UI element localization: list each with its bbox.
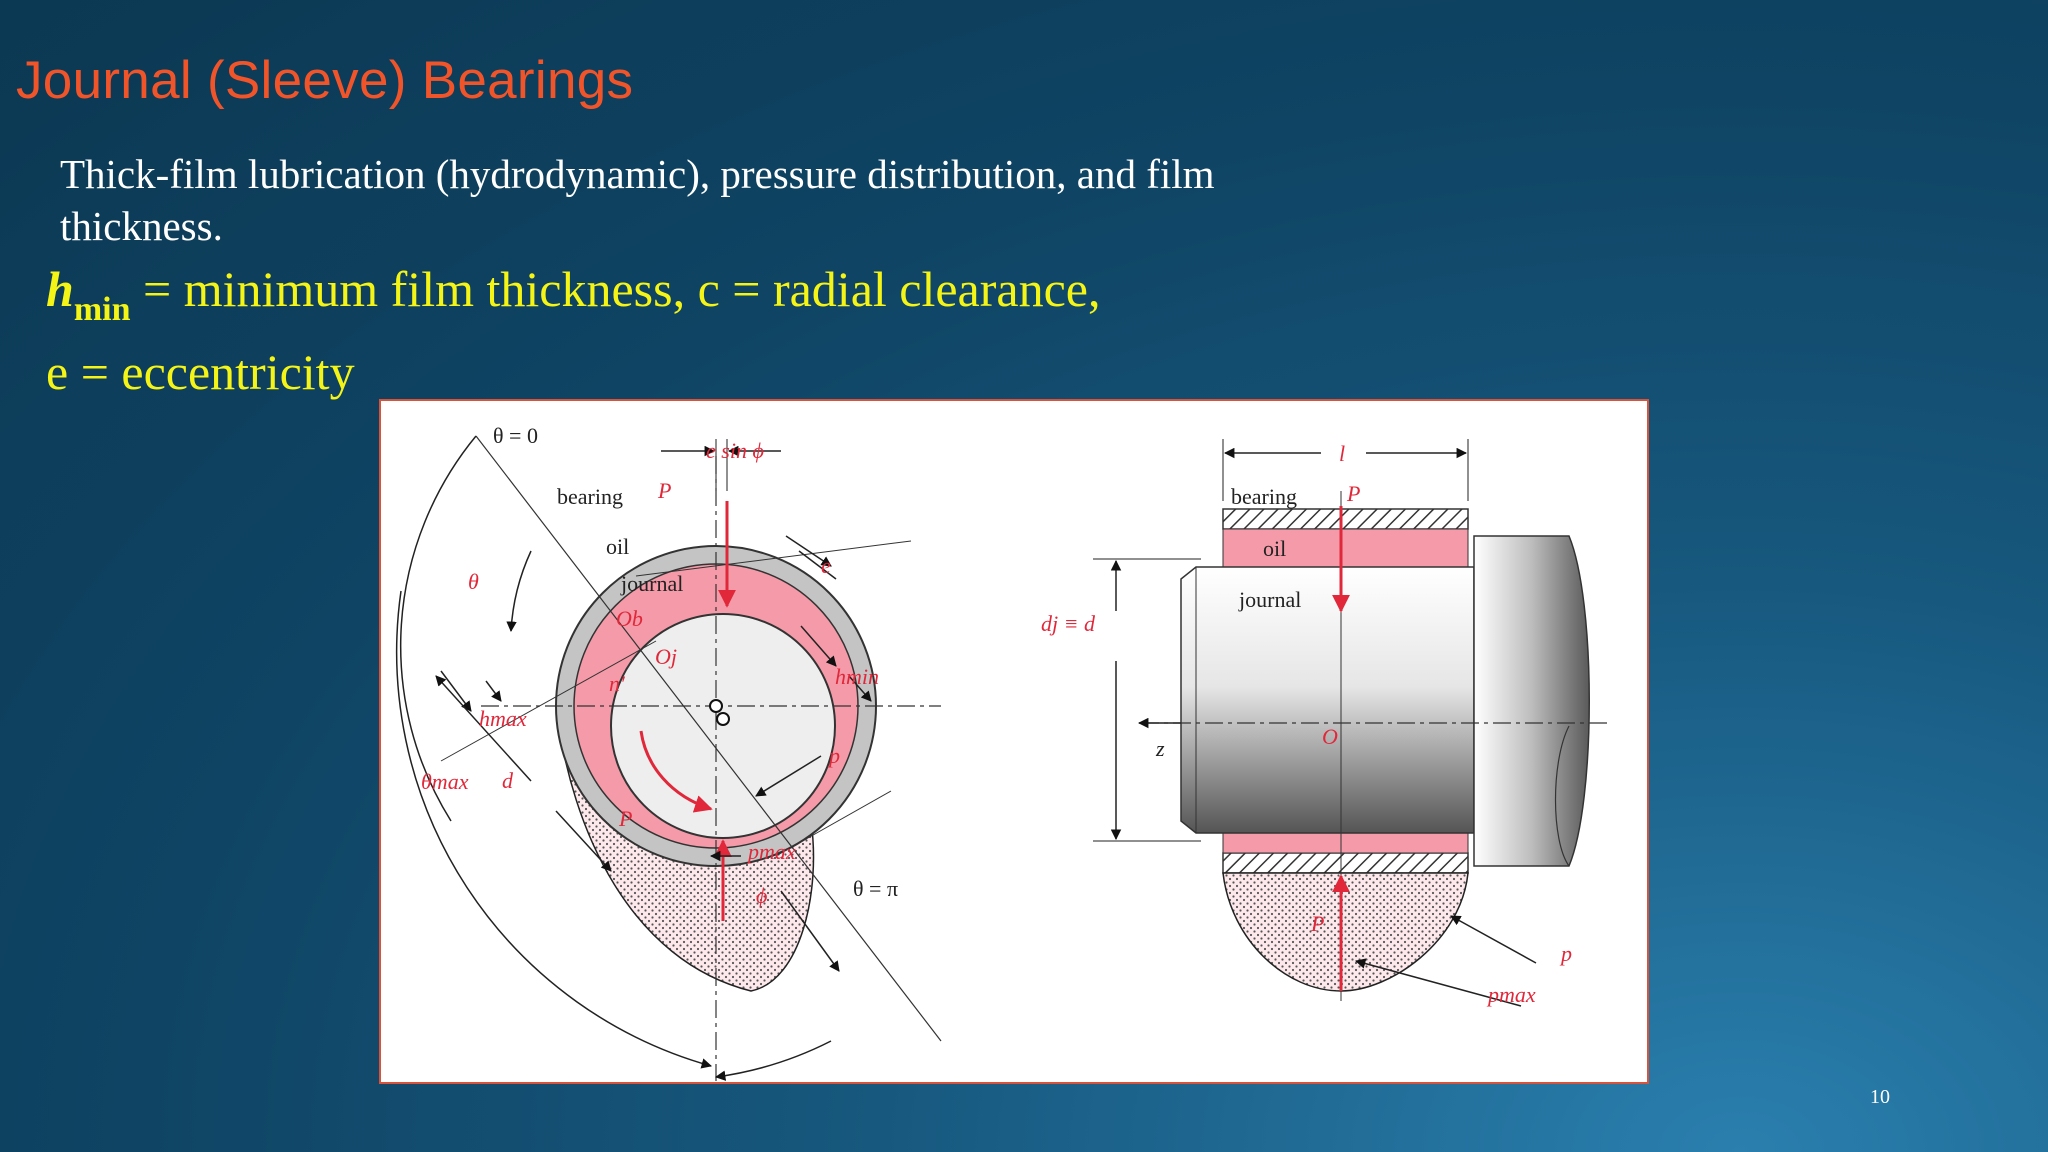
end-view: θ = 0 e sin ϕ bearing P oil journal θ Ob… (395, 423, 942, 1081)
bearing-shell-bottom (1222, 852, 1469, 874)
side-view: l bearing P oil journal dj ≡ d z O p pma… (1041, 439, 1611, 1007)
label-side-journal: journal (1238, 587, 1301, 612)
bearing-center (709, 699, 723, 713)
label-dj-eq-d: dj ≡ d (1041, 611, 1096, 636)
label-side-bearing: bearing (1231, 484, 1297, 509)
label-theta-max: θmax (421, 769, 469, 794)
hmin-symbol: h (46, 261, 74, 317)
label-load-bottom: P (618, 806, 632, 831)
page-number: 10 (1870, 1086, 1890, 1108)
journal-center (716, 712, 730, 726)
label-theta-pi: θ = π (853, 876, 898, 901)
label-n-prime: n′ (609, 671, 626, 696)
label-pmax: pmax (746, 839, 796, 864)
label-hmin: hmin (835, 664, 879, 689)
label-p: p (827, 743, 840, 768)
label-o: O (1322, 724, 1338, 749)
pressure-distribution-side (1222, 872, 1469, 992)
label-ob: Ob (616, 606, 643, 631)
label-z: z (1155, 736, 1165, 761)
bearing-diagram: θ = 0 e sin ϕ bearing P oil journal θ Ob… (379, 399, 1649, 1084)
label-hmax: hmax (479, 706, 527, 731)
label-side-load-top: P (1346, 481, 1360, 506)
label-oj: Oj (655, 644, 677, 669)
hmin-subscript: min (73, 291, 131, 328)
label-journal: journal (620, 571, 683, 596)
slide-title: Journal (Sleeve) Bearings (16, 51, 634, 110)
label-side-pmax: pmax (1486, 982, 1536, 1007)
definition-line2: e = eccentricity (46, 344, 355, 400)
label-side-p: p (1559, 941, 1572, 966)
label-d: d (502, 768, 514, 793)
label-phi: ϕ (756, 883, 767, 908)
label-bearing: bearing (557, 484, 623, 509)
slide-subtitle: Thick-film lubrication (hydrodynamic), p… (60, 151, 1215, 249)
rotation-arrow (639, 730, 713, 813)
definition-line1: = minimum film thickness, c = radial cle… (130, 261, 1101, 317)
label-e: e (821, 553, 831, 578)
label-side-oil: oil (1263, 536, 1286, 561)
journal-body (1180, 566, 1475, 834)
label-e-sin-phi: e sin ϕ (706, 438, 764, 463)
label-theta: θ (468, 569, 479, 594)
definition-text: hmin = minimum film thickness, c = radia… (46, 258, 1246, 403)
shaft (1473, 535, 1590, 867)
label-theta-zero: θ = 0 (493, 423, 538, 448)
label-load-top: P (657, 478, 671, 503)
label-oil: oil (606, 534, 629, 559)
bearing-shell-top (1222, 508, 1469, 530)
label-l: l (1339, 441, 1345, 466)
label-side-load-bottom: P (1310, 911, 1324, 936)
